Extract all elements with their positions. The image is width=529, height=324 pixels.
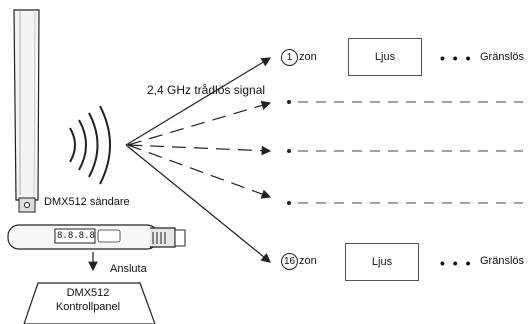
control-panel-shape: [23, 282, 156, 324]
dashed-arrows: [127, 100, 272, 199]
control-panel-label: DMX512 Kontrollpanel: [38, 286, 138, 314]
zone-label: zon: [299, 255, 317, 267]
connect-label: Ansluta: [110, 263, 147, 275]
ellipsis-dots: • • •: [440, 50, 473, 66]
light-box: Ljus: [348, 38, 422, 76]
panel-line-1: DMX512: [66, 287, 110, 299]
continuation-rows: [287, 100, 523, 205]
display-readout: 8.8.8.8: [57, 231, 95, 241]
arrow-zone-16: [125, 144, 271, 263]
zone-label: zon: [299, 51, 317, 63]
limitless-label: Gränslös: [480, 51, 525, 63]
light-box: Ljus: [345, 243, 419, 281]
ellipsis-dots: • • •: [440, 255, 473, 271]
arrow-zone-1: [125, 57, 272, 146]
sender-label: DMX512 sändare: [44, 196, 130, 208]
antenna: [13, 9, 40, 213]
zone-number-badge: 16: [281, 253, 298, 270]
dmx512-transmitter: [7, 224, 186, 250]
zone-number-badge: 1: [281, 49, 298, 66]
signal-label: 2,4 GHz trådlös signal: [147, 83, 266, 97]
radio-waves: [69, 105, 111, 185]
panel-line-2: Kontrollpanel: [55, 301, 121, 313]
limitless-label: Gränslös: [480, 255, 525, 267]
